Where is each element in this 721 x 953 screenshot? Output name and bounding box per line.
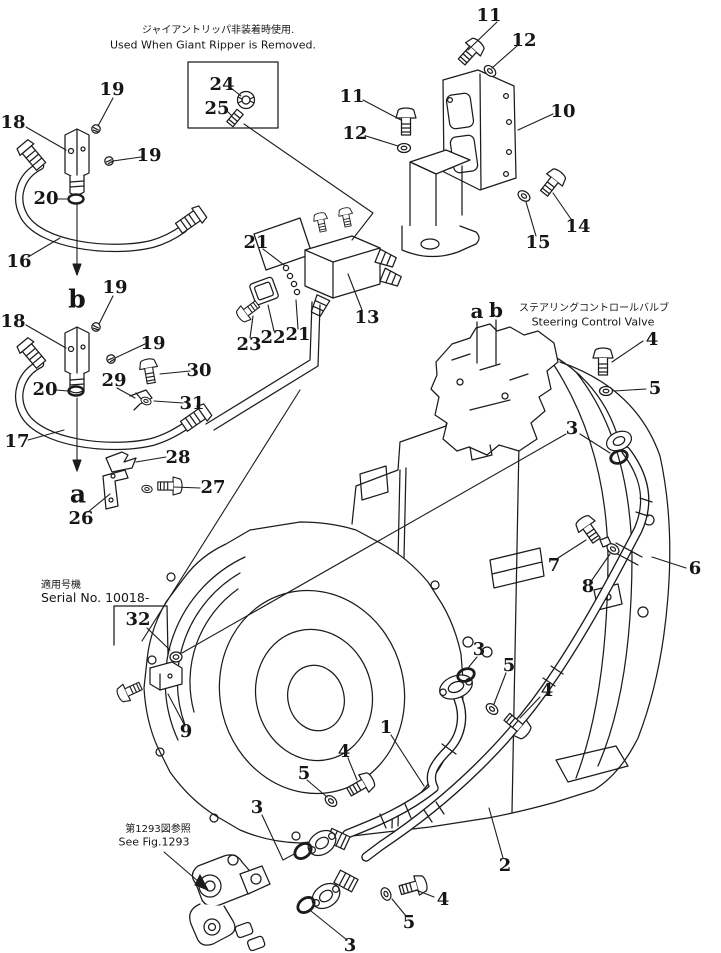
hose-1 bbox=[307, 674, 473, 857]
figref-label-en: See Fig.1293 bbox=[118, 835, 190, 849]
fasteners bbox=[293, 34, 629, 914]
callout-28: 28 bbox=[165, 447, 191, 468]
callout-1: 1 bbox=[379, 717, 393, 738]
callout-15: 15 bbox=[525, 232, 551, 253]
callout-2: 2 bbox=[498, 855, 512, 876]
callout-19: 19 bbox=[102, 277, 128, 298]
callout-21: 21 bbox=[285, 324, 311, 345]
callout-12: 12 bbox=[511, 30, 537, 51]
callout-20: 20 bbox=[32, 379, 58, 400]
callout-6: 6 bbox=[688, 558, 702, 579]
hose-2 bbox=[311, 430, 653, 910]
callout-19: 19 bbox=[140, 333, 166, 354]
hose-1-flange bbox=[307, 829, 337, 857]
callout-4: 4 bbox=[337, 741, 351, 762]
callout-8: 8 bbox=[581, 576, 595, 597]
bracket-10 bbox=[401, 69, 517, 258]
callout-19: 19 bbox=[99, 79, 125, 100]
callout-3: 3 bbox=[565, 418, 579, 439]
ripper-note-jp: ジャイアントリッパ非装着時使用. bbox=[141, 25, 295, 36]
hose-assembly-16 bbox=[14, 124, 209, 253]
callout-18: 18 bbox=[0, 311, 26, 332]
marker-b-valve: b bbox=[489, 298, 503, 322]
callout-16: 16 bbox=[6, 251, 32, 272]
callout-11: 11 bbox=[476, 5, 502, 26]
callout-9: 9 bbox=[179, 721, 193, 742]
callout-12: 12 bbox=[342, 123, 368, 144]
clip-and-bracket-26-27-28 bbox=[102, 451, 183, 510]
callout-4: 4 bbox=[436, 889, 450, 910]
callout-23: 23 bbox=[236, 334, 262, 355]
callout-25: 25 bbox=[204, 98, 230, 119]
callout-30: 30 bbox=[186, 360, 212, 381]
callout-29: 29 bbox=[101, 370, 127, 391]
callout-19: 19 bbox=[136, 145, 162, 166]
callout-5: 5 bbox=[402, 912, 416, 933]
valve-label-en: Steering Control Valve bbox=[531, 315, 655, 329]
hose-2-top-flange bbox=[605, 430, 633, 452]
callout-22: 22 bbox=[260, 327, 286, 348]
callout-21: 21 bbox=[243, 232, 269, 253]
callout-11: 11 bbox=[339, 86, 365, 107]
marker-a: a bbox=[69, 479, 87, 509]
valve-label-jp: ステアリングコントロールバルブ bbox=[519, 303, 669, 314]
callout-3: 3 bbox=[343, 935, 357, 953]
figref-label-jp: 第1293図参照 bbox=[125, 824, 191, 835]
callout-5: 5 bbox=[648, 378, 662, 399]
pump-see-fig-1293 bbox=[189, 854, 271, 952]
marker-a-valve: a bbox=[470, 299, 484, 323]
callout-26: 26 bbox=[68, 508, 94, 529]
callout-10: 10 bbox=[550, 101, 576, 122]
callout-7: 7 bbox=[547, 555, 561, 576]
serial-label-en: Serial No. 10018- bbox=[41, 589, 150, 605]
marker-b: b bbox=[68, 284, 86, 314]
callout-14: 14 bbox=[565, 216, 591, 237]
hose-assembly-17 bbox=[14, 322, 214, 451]
ripper-note-en: Used When Giant Ripper is Removed. bbox=[109, 38, 317, 52]
leader-lines bbox=[25, 21, 687, 941]
callout-4: 4 bbox=[540, 680, 554, 701]
manifold-13 bbox=[205, 206, 402, 431]
callout-32: 32 bbox=[125, 609, 151, 630]
callout-24: 24 bbox=[209, 74, 235, 95]
serial-label-jp: 適用号機 bbox=[41, 580, 81, 591]
serial-box-and-part-32-9 bbox=[113, 605, 183, 705]
steering-control-valve bbox=[430, 319, 559, 461]
callout-13: 13 bbox=[354, 307, 380, 328]
ripper-option-box bbox=[187, 61, 279, 129]
callout-3: 3 bbox=[472, 639, 486, 660]
callout-27: 27 bbox=[200, 477, 226, 498]
callout-17: 17 bbox=[4, 431, 30, 452]
callout-31: 31 bbox=[179, 393, 205, 414]
callout-20: 20 bbox=[33, 188, 59, 209]
callout-18: 18 bbox=[0, 112, 26, 133]
callout-5: 5 bbox=[297, 763, 311, 784]
callout-3: 3 bbox=[250, 797, 264, 818]
callout-5: 5 bbox=[502, 655, 516, 676]
callout-4: 4 bbox=[645, 329, 659, 350]
